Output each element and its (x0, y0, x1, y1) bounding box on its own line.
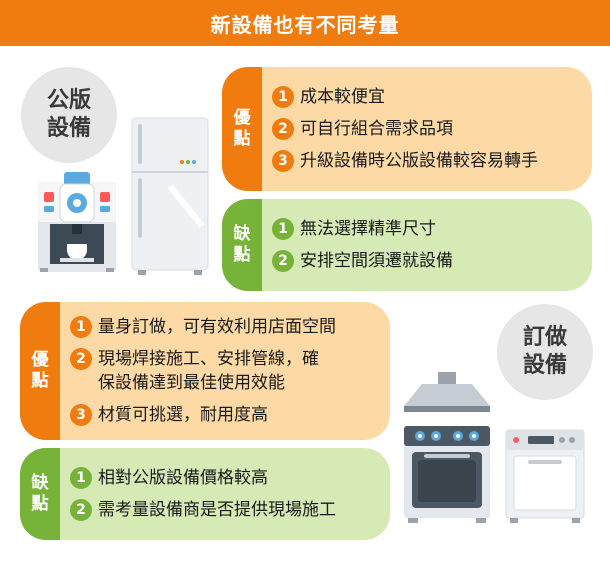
item-text: 可自行組合需求品項 (300, 119, 453, 139)
custom-pros-panel: 優 點 1 量身訂做，可有效利用店面空間 2 現場焊接施工、安排管線，確 保設備… (20, 302, 390, 440)
number-badge: 3 (272, 150, 294, 172)
pros-tag-line1: 優 (233, 108, 251, 128)
public-pros-panel: 優 點 1 成本較便宜 2 可自行組合需求品項 3 升級設備時公版設備較容易轉手 (222, 67, 592, 191)
cons-tag-line1: 缺 (233, 224, 251, 244)
number-badge: 2 (272, 118, 294, 140)
custom-equipment-label: 訂做 設備 (497, 304, 593, 400)
custom-label-line1: 訂做 (522, 325, 567, 350)
custom-pros-list: 1 量身訂做，可有效利用店面空間 2 現場焊接施工、安排管線，確 保設備達到最佳… (60, 302, 390, 440)
cons-tag-line2: 點 (233, 245, 251, 265)
number-badge: 2 (70, 348, 92, 370)
item-text: 安排空間須遷就設備 (300, 251, 453, 271)
list-item: 2 可自行組合需求品項 (272, 117, 592, 141)
public-label-line1: 公版 (46, 88, 91, 113)
number-badge: 3 (70, 404, 92, 426)
list-item: 2 需考量設備商是否提供現場施工 (70, 498, 390, 522)
pros-tag-line2: 點 (233, 129, 251, 149)
list-item: 1 成本較便宜 (272, 85, 592, 109)
item-text: 現場焊接施工、安排管線，確 保設備達到最佳使用效能 (98, 347, 319, 395)
item-text-line1: 現場焊接施工、安排管線，確 (98, 349, 319, 369)
public-equipment-label: 公版 設備 (21, 67, 117, 163)
dishwasher-icon (505, 429, 585, 523)
list-item: 3 材質可挑選，耐用度高 (70, 403, 390, 427)
cons-tag-line1: 缺 (31, 473, 49, 493)
item-text: 需考量設備商是否提供現場施工 (98, 500, 336, 520)
item-text: 量身訂做，可有效利用店面空間 (98, 317, 336, 337)
cons-tag-line2: 點 (31, 494, 49, 514)
custom-label-line2: 設備 (522, 353, 567, 378)
number-badge: 1 (70, 316, 92, 338)
number-badge: 1 (272, 86, 294, 108)
number-badge: 2 (70, 499, 92, 521)
number-badge: 2 (272, 250, 294, 272)
pros-tag: 優 點 (222, 67, 262, 191)
public-cons-panel: 缺 點 1 無法選擇精準尺寸 2 安排空間須遷就設備 (222, 199, 592, 291)
stove-oven-icon (404, 426, 490, 523)
pros-tag: 優 點 (20, 302, 60, 440)
page-title: 新設備也有不同考量 (0, 0, 610, 46)
public-pros-list: 1 成本較便宜 2 可自行組合需求品項 3 升級設備時公版設備較容易轉手 (262, 67, 592, 191)
item-text: 相對公版設備價格較高 (98, 468, 268, 488)
list-item: 2 安排空間須遷就設備 (272, 249, 592, 273)
item-text: 無法選擇精準尺寸 (300, 219, 436, 239)
cons-tag: 缺 點 (222, 199, 262, 291)
number-badge: 1 (70, 467, 92, 489)
custom-cons-panel: 缺 點 1 相對公版設備價格較高 2 需考量設備商是否提供現場施工 (20, 448, 390, 540)
list-item: 1 量身訂做，可有效利用店面空間 (70, 315, 390, 339)
list-item: 3 升級設備時公版設備較容易轉手 (272, 149, 592, 173)
cons-tag: 缺 點 (20, 448, 60, 540)
list-item: 1 無法選擇精準尺寸 (272, 217, 592, 241)
item-text-line2: 保設備達到最佳使用效能 (98, 373, 285, 393)
list-item: 1 相對公版設備價格較高 (70, 466, 390, 490)
pros-tag-line1: 優 (31, 350, 49, 370)
number-badge: 1 (272, 218, 294, 240)
coffee-machine-icon (38, 172, 116, 272)
item-text: 成本較便宜 (300, 87, 385, 107)
public-label-line2: 設備 (46, 116, 91, 141)
custom-cons-list: 1 相對公版設備價格較高 2 需考量設備商是否提供現場施工 (60, 448, 390, 540)
range-hood-icon (404, 372, 490, 412)
list-item: 2 現場焊接施工、安排管線，確 保設備達到最佳使用效能 (70, 347, 390, 395)
item-text: 材質可挑選，耐用度高 (98, 405, 268, 425)
pros-tag-line2: 點 (31, 371, 49, 391)
item-text: 升級設備時公版設備較容易轉手 (300, 151, 538, 171)
refrigerator-icon (131, 117, 209, 275)
public-cons-list: 1 無法選擇精準尺寸 2 安排空間須遷就設備 (262, 199, 592, 291)
